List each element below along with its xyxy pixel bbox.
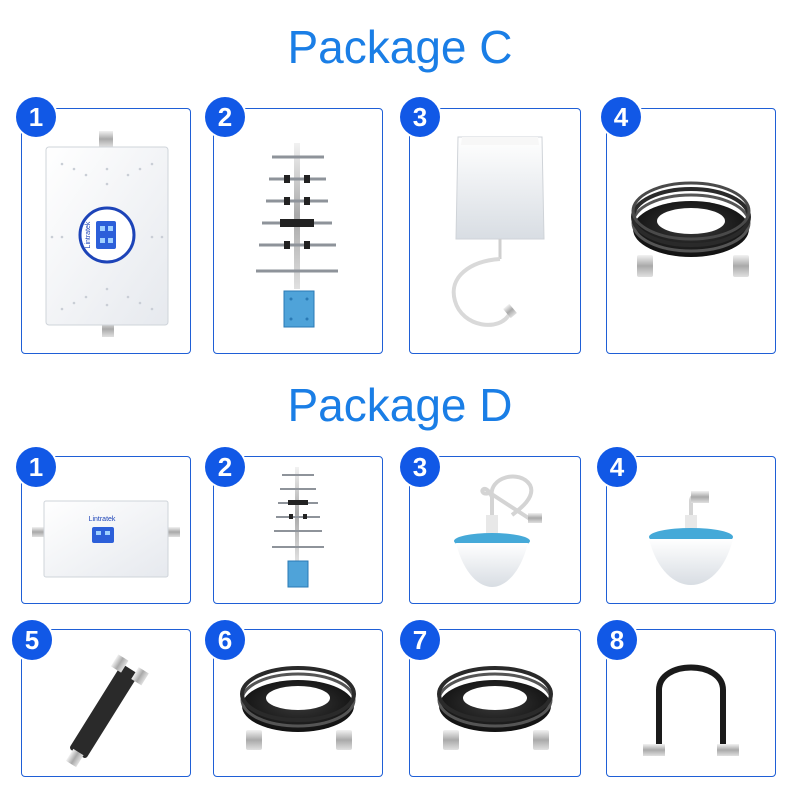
ceiling-antenna-cable-image — [454, 474, 542, 587]
badge-number: 1 — [16, 97, 56, 137]
ceiling-antenna-image — [649, 491, 733, 585]
package-d-item-3-card[interactable] — [409, 456, 581, 604]
badge-number: 4 — [601, 97, 641, 137]
badge-number: 2 — [205, 447, 245, 487]
package-d-item-6-card[interactable] — [213, 629, 383, 777]
badge-number: 4 — [597, 447, 637, 487]
jumper-cable-image — [643, 664, 739, 756]
badge-number: 3 — [400, 447, 440, 487]
svg-text:Lintratek: Lintratek — [85, 221, 92, 248]
badge-number: 5 — [12, 620, 52, 660]
cable-coil-image — [437, 666, 553, 750]
cable-coil-image — [631, 181, 751, 277]
badge-number: 2 — [205, 97, 245, 137]
package-c-item-1-card[interactable]: Lintratek — [21, 108, 191, 354]
badge-number: 3 — [400, 97, 440, 137]
signal-booster-image: Lintratek — [45, 131, 169, 337]
power-splitter-image — [65, 654, 149, 768]
package-d-item-4-card[interactable] — [606, 456, 776, 604]
badge-number: 8 — [597, 620, 637, 660]
cable-coil-image — [240, 666, 356, 750]
package-d-item-8-card[interactable] — [606, 629, 776, 777]
signal-booster-image: Lintratek — [32, 500, 180, 578]
package-c-item-2-card[interactable] — [213, 108, 383, 354]
svg-text:Lintratek: Lintratek — [89, 516, 116, 523]
package-d-title: Package D — [287, 379, 513, 431]
package-d-item-5-card[interactable] — [21, 629, 191, 777]
package-d-item-7-card[interactable] — [409, 629, 581, 777]
badge-number: 7 — [400, 620, 440, 660]
yagi-antenna-image — [256, 143, 338, 328]
panel-antenna-image — [451, 136, 545, 327]
package-d-item-1-card[interactable]: Lintratek — [21, 456, 191, 604]
badge-number: 6 — [205, 620, 245, 660]
package-c-title: Package C — [287, 21, 513, 73]
badge-number: 1 — [16, 447, 56, 487]
package-c-item-4-card[interactable] — [606, 108, 776, 354]
package-d-item-2-card[interactable] — [213, 456, 383, 604]
yagi-antenna-image — [272, 467, 324, 588]
package-c-item-3-card[interactable] — [409, 108, 581, 354]
